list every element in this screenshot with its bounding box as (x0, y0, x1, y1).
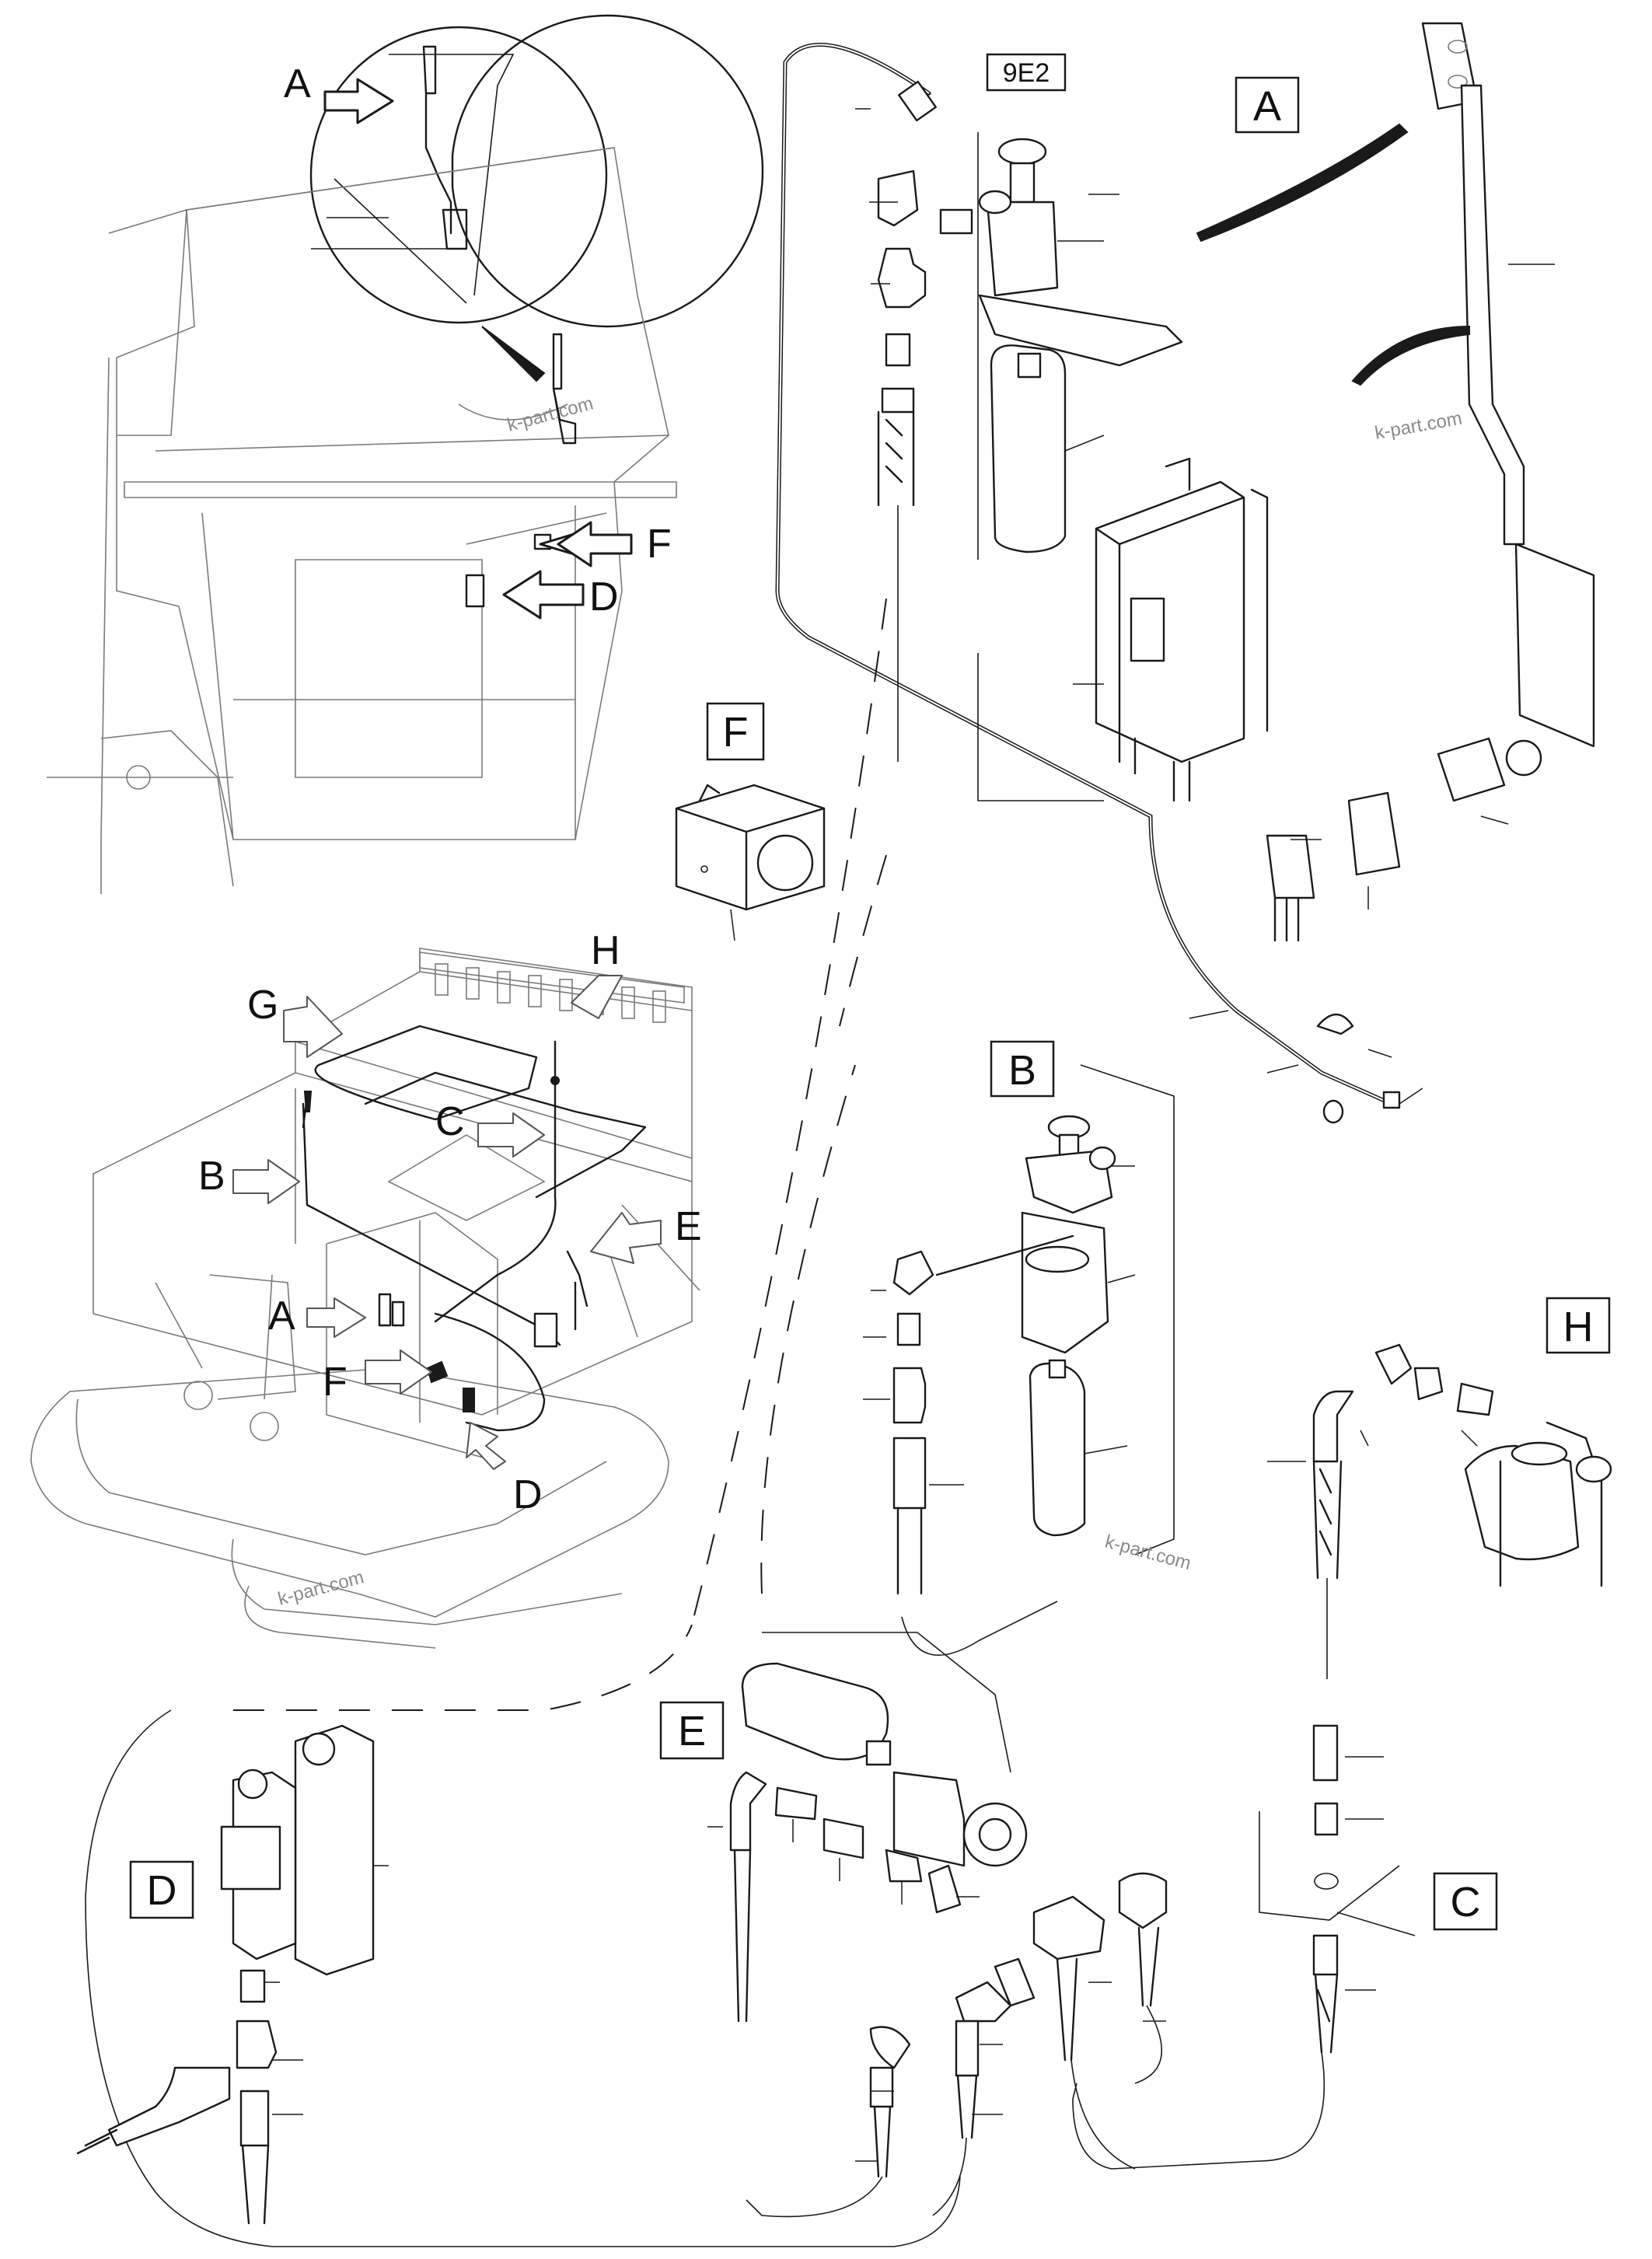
detail-a-view: 9E2 A k-part.com (775, 22, 1595, 1124)
detail-c-label: C (1451, 1879, 1481, 1926)
callout-a-top: A (284, 61, 311, 106)
manifold-valves (435, 963, 666, 1023)
machine-overview-view: k-part.com G H C B E A F D (30, 928, 702, 1649)
watermark-2: k-part.com (1373, 408, 1463, 444)
callout-d-machine: D (513, 1472, 543, 1517)
detail-b-view: B k-part.com (863, 1040, 1193, 1657)
detail-e-label: E (678, 1708, 706, 1754)
detail-e-box (659, 1701, 725, 1760)
watermark-1: k-part.com (505, 393, 595, 435)
callout-g: G (247, 983, 278, 1028)
arrow-a-top (323, 78, 394, 124)
detail-d-box (129, 1860, 194, 1919)
detail-h-view: H (1267, 1297, 1612, 1890)
callout-e: E (675, 1204, 702, 1249)
detail-f-label: F (723, 709, 749, 756)
detail-h-box (1545, 1297, 1611, 1354)
callout-b: B (198, 1154, 225, 1199)
detail-h-label: H (1563, 1304, 1594, 1350)
detail-d-label: D (147, 1867, 177, 1914)
detail-c-box (1433, 1872, 1498, 1931)
part-d-small (465, 574, 485, 608)
detail-e-view: E (659, 1632, 1168, 2218)
boundary-3 (760, 1064, 856, 1594)
magnifier-circle (451, 14, 764, 328)
reference-code-box (986, 53, 1067, 92)
detail-b-box (990, 1040, 1055, 1098)
cab-overview-view: A k-part.com F D (47, 14, 764, 894)
callout-d-top: D (589, 574, 619, 620)
watermark-4: k-part.com (1102, 1531, 1193, 1574)
detail-f-box (706, 702, 765, 761)
watermark-3: k-part.com (276, 1566, 366, 1609)
reference-code: 9E2 (1003, 58, 1050, 88)
detail-a-label: A (1253, 83, 1281, 130)
boundary-1 (691, 598, 887, 1625)
callout-c: C (435, 1099, 465, 1144)
callout-f-top: F (647, 522, 672, 567)
detail-b-label: B (1008, 1047, 1036, 1094)
callout-a-machine: A (268, 1294, 295, 1339)
detail-d-view: D (76, 1709, 961, 2247)
boundary-2 (232, 1624, 693, 1712)
detail-c-view: C (1072, 1811, 1498, 2170)
callout-h: H (591, 928, 620, 973)
detail-a-box (1235, 76, 1300, 134)
callout-f-machine: F (323, 1360, 348, 1405)
detail-f-view: F (675, 702, 826, 941)
